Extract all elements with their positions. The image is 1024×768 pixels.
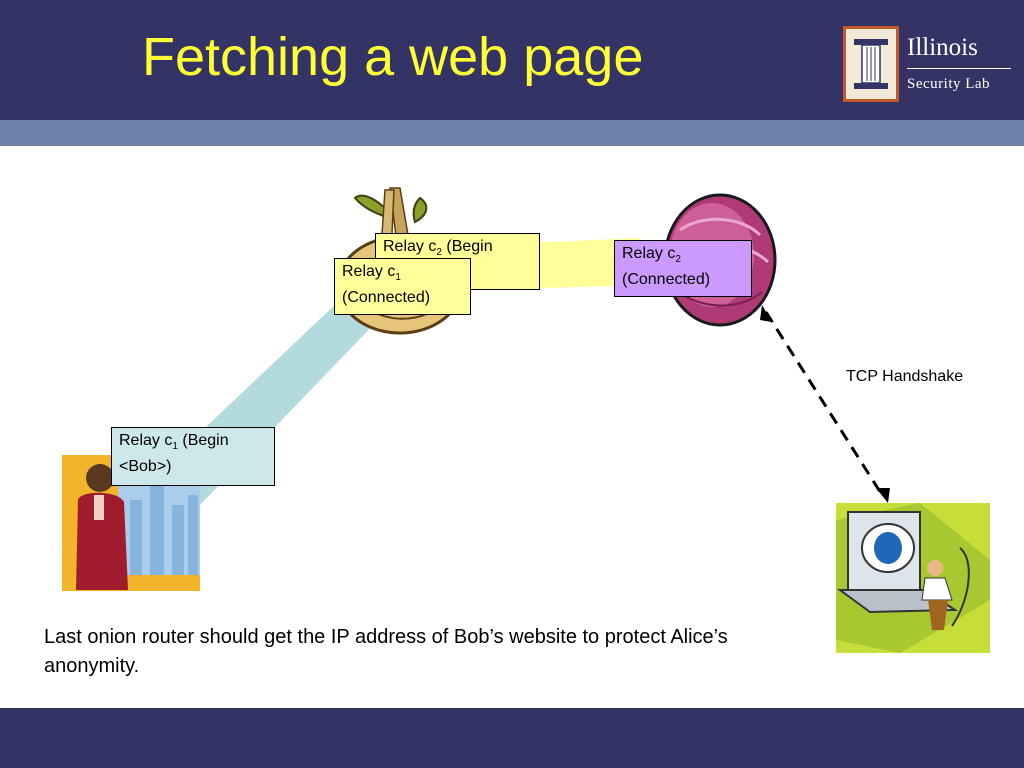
relay-c1-connected-box: Relay c1 (Connected) xyxy=(334,258,471,315)
relay-c1-begin-box: Relay c1 (Begin <Bob>) xyxy=(111,427,275,486)
relay-c1-begin-rest: (Begin xyxy=(177,432,229,449)
logo-illinois-text: Illinois xyxy=(907,34,978,61)
bob-webserver-icon xyxy=(836,503,990,653)
logo-security-lab-text: Security Lab xyxy=(907,76,991,92)
slide-body-text: Last onion router should get the IP addr… xyxy=(44,626,728,677)
relay-c2-begin-label: Relay c xyxy=(383,238,437,255)
relay-c2-connected-label: Relay c xyxy=(622,245,676,262)
column-icon xyxy=(843,26,899,102)
header-stripe xyxy=(0,120,1024,146)
logo-divider xyxy=(907,68,1011,69)
relay-c2-begin-subscript: 2 xyxy=(436,247,442,259)
tcp-arrowhead-bottom xyxy=(876,488,890,503)
slide-title: Fetching a web page xyxy=(142,27,644,87)
relay-c2-connected-box: Relay c2 (Connected) xyxy=(614,240,752,297)
tcp-handshake-line xyxy=(764,311,886,499)
illinois-logo: Illinois Security Lab xyxy=(843,26,1013,102)
footer-bar xyxy=(0,708,1024,768)
relay-c1-connected-line2: (Connected) xyxy=(342,289,431,307)
relay-c1-begin-label: Relay c xyxy=(119,432,173,449)
tcp-arrowhead-top xyxy=(760,305,772,322)
relay-c1-connected-subscript: 1 xyxy=(395,272,401,284)
relay-c2-begin-rest: (Begin xyxy=(441,238,493,255)
relay-c2-connected-subscript: 2 xyxy=(675,254,681,266)
relay-c2-connected-line2: (Connected) xyxy=(622,271,711,289)
relay-c1-begin-subscript: 1 xyxy=(172,441,178,453)
relay-c1-connected-label: Relay c xyxy=(342,263,396,280)
tcp-handshake-label: TCP Handshake xyxy=(846,368,964,385)
relay-c1-begin-line2: <Bob>) xyxy=(119,458,172,476)
